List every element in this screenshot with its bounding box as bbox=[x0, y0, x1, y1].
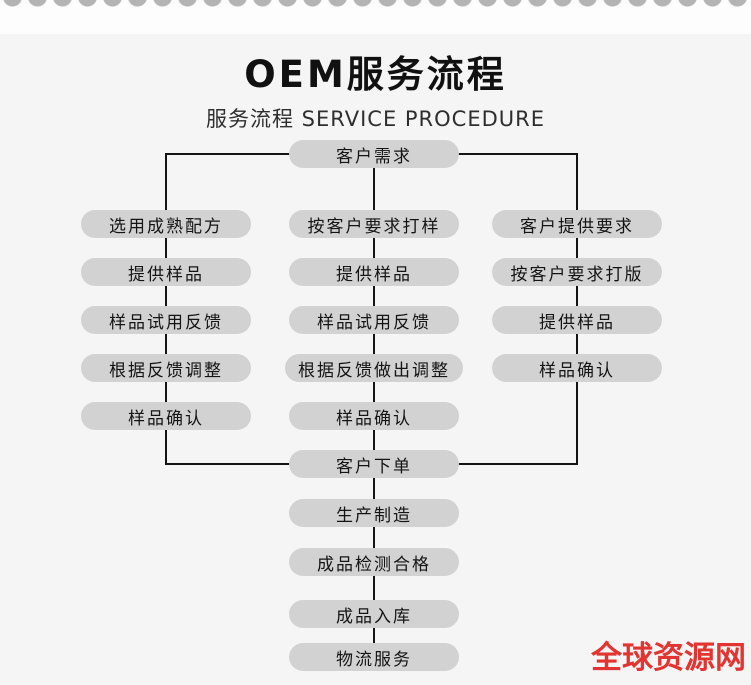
flow-node-label: 按客户要求打版 bbox=[510, 264, 644, 285]
flow-node-left-4: 根据反馈调整 bbox=[81, 354, 251, 382]
flow-node-label: 客户下单 bbox=[336, 456, 412, 477]
flow-node-warehousing: 成品入库 bbox=[289, 600, 459, 628]
flow-node-customer-order: 客户下单 bbox=[289, 450, 459, 478]
flow-node-label: 根据反馈调整 bbox=[109, 360, 223, 381]
flow-node-label: 选用成熟配方 bbox=[109, 216, 223, 237]
flow-node-label: 样品确认 bbox=[128, 408, 204, 429]
flow-node-production: 生产制造 bbox=[289, 499, 459, 527]
flow-node-label: 样品确认 bbox=[336, 408, 412, 429]
flow-node-label: 提供样品 bbox=[128, 264, 204, 285]
flow-node-customer-needs: 客户需求 bbox=[289, 140, 459, 168]
flow-node-label: 提供样品 bbox=[336, 264, 412, 285]
page-subtitle: 服务流程 SERVICE PROCEDURE bbox=[206, 107, 545, 131]
flow-node-quality-inspection: 成品检测合格 bbox=[289, 548, 459, 576]
flow-node-middle-5: 样品确认 bbox=[289, 402, 459, 430]
flow-node-label: 物流服务 bbox=[336, 649, 412, 670]
flow-node-label: 提供样品 bbox=[539, 312, 615, 333]
page-title: OEM服务流程 bbox=[244, 53, 507, 96]
flow-node-left-3: 样品试用反馈 bbox=[81, 306, 251, 334]
flow-node-label: 样品试用反馈 bbox=[317, 312, 431, 333]
flow-node-left-5: 样品确认 bbox=[81, 402, 251, 430]
flow-node-label: 成品入库 bbox=[336, 606, 412, 627]
flow-node-left-1: 选用成熟配方 bbox=[81, 210, 251, 238]
flow-node-right-4: 样品确认 bbox=[492, 354, 662, 382]
torn-edge-decoration bbox=[0, 0, 751, 34]
flow-node-middle-4: 根据反馈做出调整 bbox=[285, 354, 463, 382]
flow-node-middle-3: 样品试用反馈 bbox=[289, 306, 459, 334]
flow-node-label: 生产制造 bbox=[336, 505, 412, 526]
flow-node-label: 按客户要求打样 bbox=[307, 216, 441, 237]
flow-node-label: 客户需求 bbox=[336, 146, 412, 167]
flow-node-label: 样品确认 bbox=[539, 360, 615, 381]
flow-node-right-3: 提供样品 bbox=[492, 306, 662, 334]
flow-node-logistics: 物流服务 bbox=[289, 643, 459, 671]
flow-node-label: 根据反馈做出调整 bbox=[298, 360, 450, 381]
flow-node-middle-1: 按客户要求打样 bbox=[289, 210, 459, 238]
flow-node-right-1: 客户提供要求 bbox=[492, 210, 662, 238]
flow-node-left-2: 提供样品 bbox=[81, 258, 251, 286]
flow-node-middle-2: 提供样品 bbox=[289, 258, 459, 286]
flow-node-label: 成品检测合格 bbox=[317, 554, 431, 575]
flow-node-label: 样品试用反馈 bbox=[109, 312, 223, 333]
flow-node-label: 客户提供要求 bbox=[520, 216, 634, 237]
flow-node-right-2: 按客户要求打版 bbox=[492, 258, 662, 286]
site-watermark: 全球资源网 bbox=[591, 640, 746, 676]
